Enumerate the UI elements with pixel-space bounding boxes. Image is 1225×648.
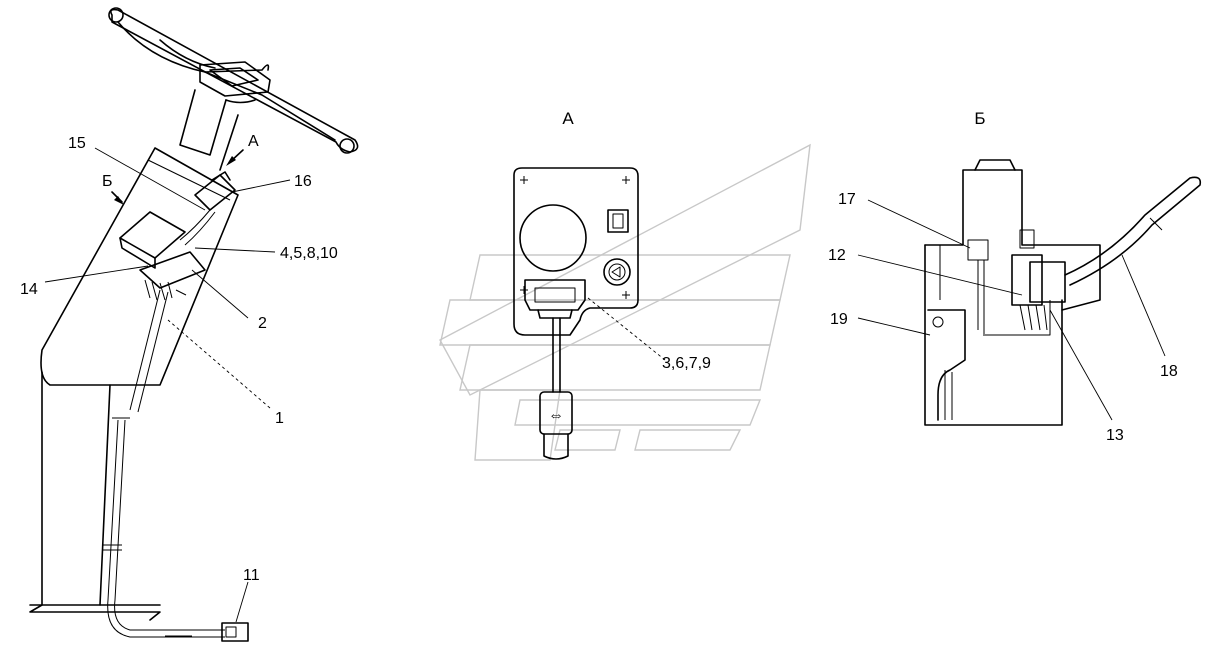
callout-17: 17	[838, 191, 856, 208]
callout-11: 11	[243, 567, 260, 584]
callout-15: 15	[68, 135, 86, 152]
callout-16: 16	[294, 173, 312, 190]
watermark-logo	[439, 143, 811, 461]
callout-18: 18	[1160, 363, 1178, 380]
callout-1: 1	[275, 410, 284, 427]
view-b-drawing	[924, 159, 1202, 426]
labels: А Б А Б 15 16 4,5,8,10 14 2 1 11 3,6,7,9…	[20, 109, 1178, 584]
callout-2: 2	[258, 315, 267, 332]
arrow-label-view-a: А	[248, 133, 259, 150]
view-a-title: А	[562, 109, 574, 128]
view-b-title: Б	[974, 109, 985, 128]
callout-19: 19	[830, 311, 848, 328]
callout-3-6-7-9: 3,6,7,9	[662, 355, 711, 372]
callout-14: 14	[20, 281, 38, 298]
switch-symbol: ⇔	[548, 407, 564, 424]
callout-13: 13	[1106, 427, 1124, 444]
leaders-right	[857, 199, 1166, 421]
callout-4-5-8-10: 4,5,8,10	[280, 245, 338, 262]
arrow-label-view-b: Б	[102, 173, 113, 190]
leaders-left	[44, 147, 291, 623]
view-a-drawing	[513, 167, 666, 460]
steering-column-assembly	[29, 7, 359, 642]
callout-12: 12	[828, 247, 846, 264]
